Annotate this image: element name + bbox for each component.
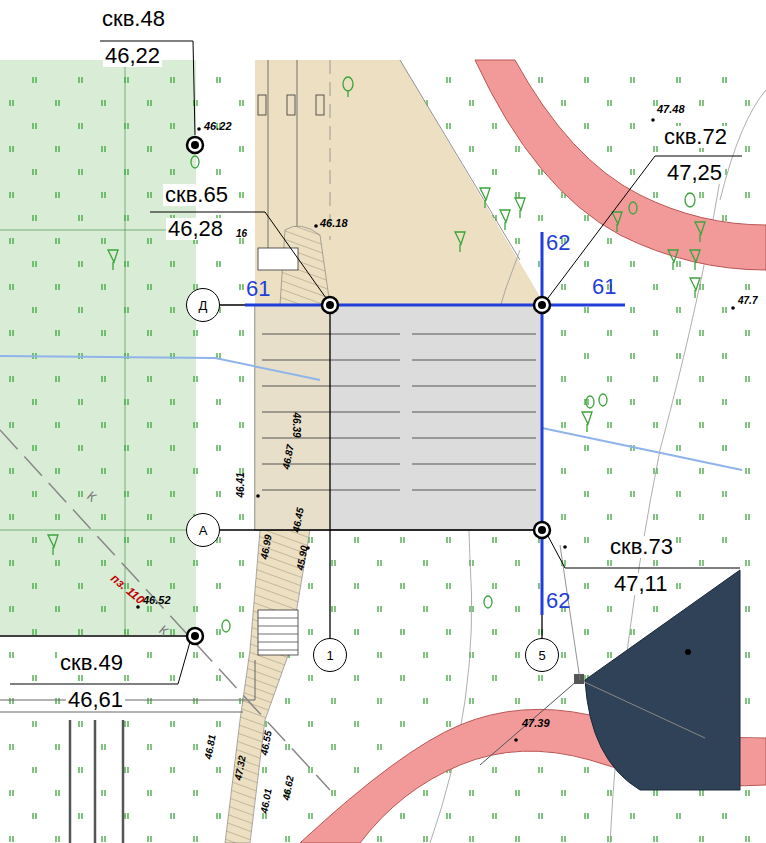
- borehole-callout: 46,22: [103, 45, 162, 67]
- borehole-callout: 47,11: [612, 573, 669, 595]
- borehole-callout: 46,61: [66, 689, 125, 711]
- borehole-callout: скв.65: [163, 184, 230, 206]
- axis-letter: 5: [538, 649, 545, 662]
- axis-marker: 5: [525, 638, 559, 672]
- axis-letter: Д: [199, 299, 208, 312]
- elevation-label: 46.52: [143, 595, 171, 606]
- axis-marker: 1: [313, 638, 347, 672]
- section-mark: 61: [246, 278, 270, 300]
- axis-letter: А: [199, 524, 208, 537]
- axis-marker: Д: [186, 288, 220, 322]
- elevation-label: 46.41: [236, 472, 246, 497]
- section-mark: 62: [546, 232, 570, 254]
- borehole-callout: скв.72: [662, 126, 729, 148]
- elevation-label: 16: [236, 229, 247, 239]
- axis-marker: А: [186, 513, 220, 547]
- borehole-callout: 46,28: [166, 218, 225, 240]
- section-mark: 61: [592, 276, 616, 298]
- elevation-label: 46.18: [320, 218, 348, 229]
- borehole-callout: скв.73: [608, 536, 675, 558]
- section-mark: 62: [546, 590, 570, 612]
- elevation-label: 47.48: [657, 104, 685, 115]
- axis-letter: 1: [326, 649, 333, 662]
- borehole-callout: 47,25: [665, 162, 724, 184]
- elevation-label: 47.7: [738, 296, 757, 306]
- borehole-callout: скв.49: [58, 652, 125, 674]
- borehole-callout: скв.48: [100, 8, 167, 30]
- elevation-label: 46.39: [291, 412, 301, 437]
- elevation-label: 47.39: [522, 718, 550, 729]
- elevation-label: 46.22: [204, 121, 232, 132]
